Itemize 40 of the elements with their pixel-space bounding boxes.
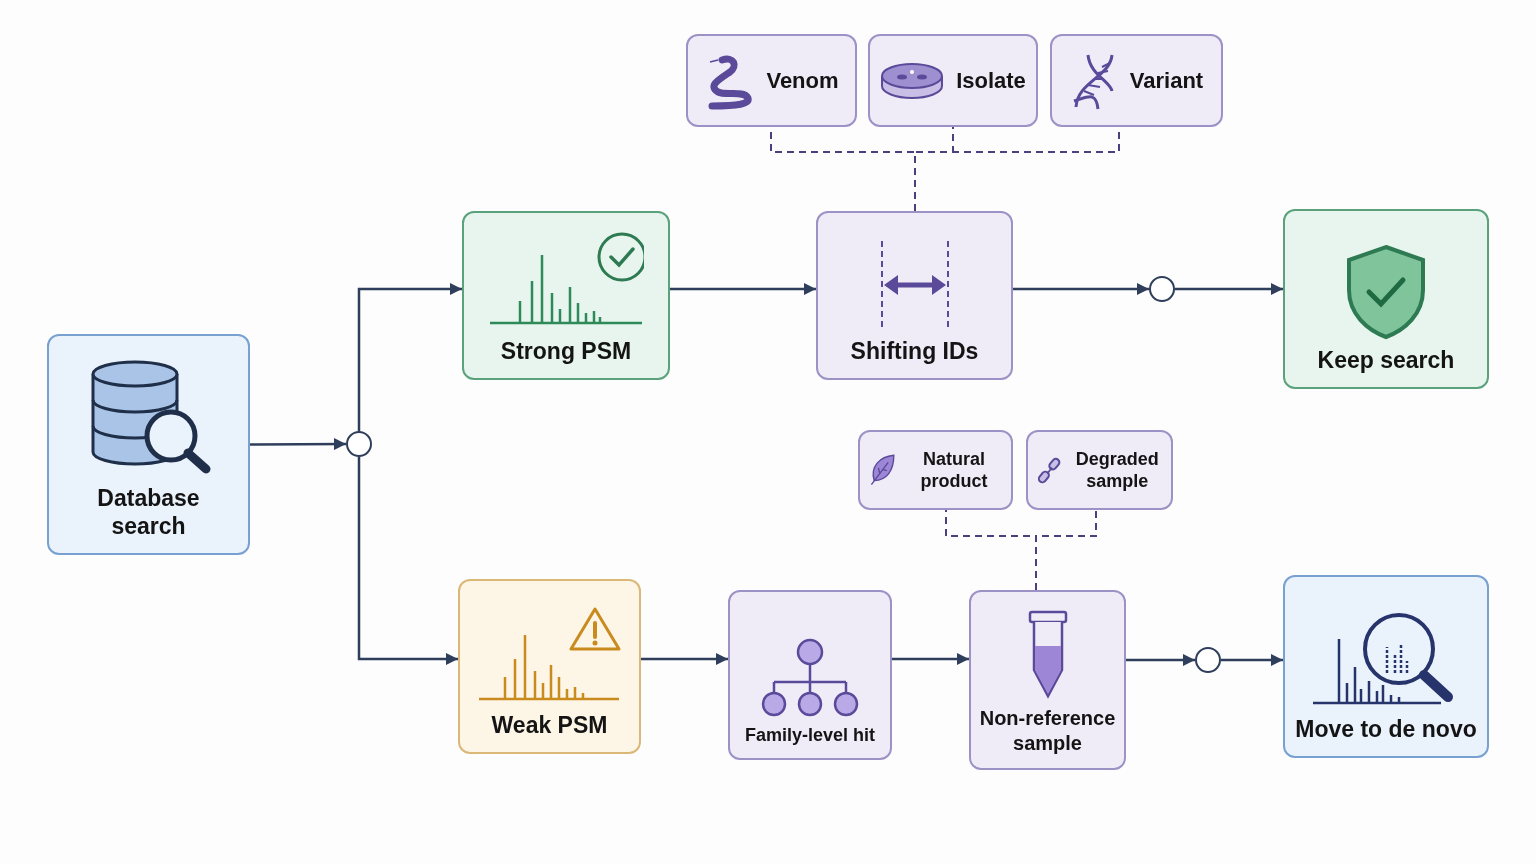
- node-label: Isolate: [956, 66, 1026, 95]
- process-box: [458, 579, 641, 754]
- dashed-connector: [1035, 509, 1097, 591]
- process-box: [969, 590, 1126, 770]
- node-label: Venom: [766, 66, 839, 95]
- junction-circle: [1149, 276, 1175, 302]
- node-label: Strong PSM: [500, 337, 632, 366]
- node-label: Shifting IDs: [850, 337, 979, 366]
- junction-circle: [346, 431, 372, 457]
- arrow: [1013, 283, 1149, 295]
- tag-box: [1050, 34, 1223, 127]
- node-label: Keep search: [1317, 346, 1455, 375]
- junction-circle: [1195, 647, 1221, 673]
- node-label: Degraded sample: [1074, 447, 1160, 493]
- arrow: [641, 653, 728, 665]
- node-label: Natural product: [919, 447, 989, 493]
- process-box: [47, 334, 250, 555]
- tag-box: [1026, 430, 1173, 510]
- arrow: [892, 653, 969, 665]
- tag-box: [868, 34, 1038, 127]
- tag-box: [686, 34, 857, 127]
- node-label: Non-reference sample: [979, 706, 1116, 756]
- outcome-box: [1283, 209, 1489, 389]
- node-label: Family-level hit: [744, 723, 875, 746]
- arrow: [670, 283, 816, 295]
- arrow: [357, 457, 458, 665]
- process-box: [462, 211, 670, 380]
- outcome-box: [1283, 575, 1489, 758]
- node-label: Variant: [1129, 66, 1204, 95]
- node-label: Database search: [96, 483, 201, 541]
- process-box: [728, 590, 892, 760]
- process-box: [816, 211, 1013, 380]
- tag-box: [858, 430, 1013, 510]
- arrow: [250, 438, 346, 451]
- arrow: [1221, 654, 1283, 666]
- arrow: [357, 283, 462, 431]
- node-label: Move to de novo: [1295, 715, 1477, 744]
- node-label: Weak PSM: [491, 711, 608, 740]
- arrow: [1175, 283, 1283, 295]
- arrow: [1126, 654, 1195, 666]
